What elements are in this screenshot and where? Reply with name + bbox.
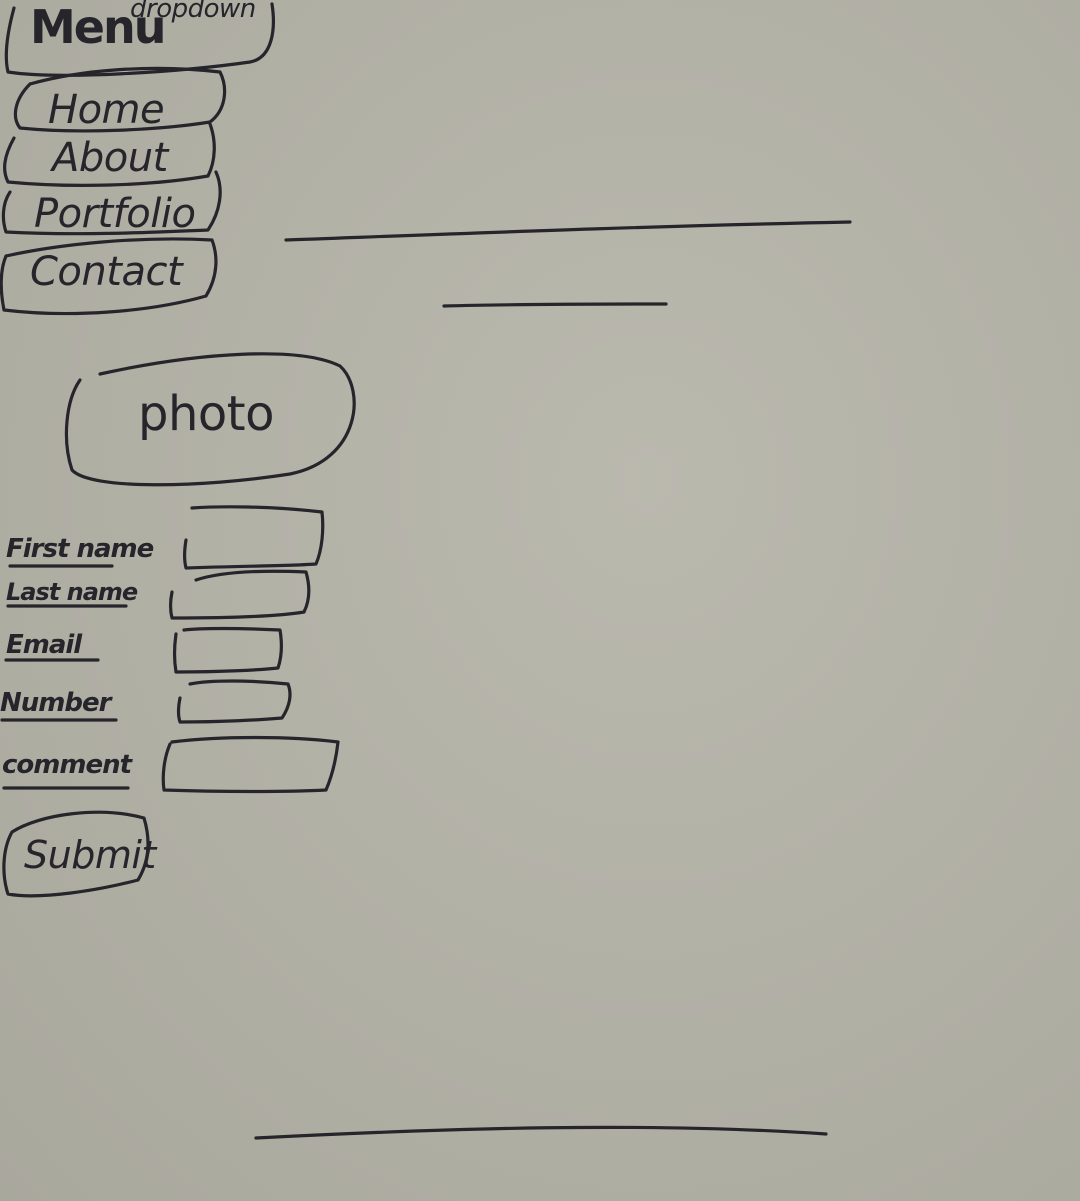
contact-box-outline [0, 237, 218, 316]
menu-box-outline [4, 2, 275, 77]
nav-item-about[interactable]: About [52, 135, 168, 181]
portfolio-box-outline [1, 170, 222, 236]
comment-input-box [161, 735, 340, 794]
menu-title: Menu [30, 0, 166, 54]
number-input[interactable] [180, 682, 292, 722]
last-name-input-box [168, 569, 311, 620]
dropdown-annotation: dropdown [130, 0, 256, 24]
photo-box-outline [64, 352, 356, 487]
nav-item-contact[interactable]: Contact [30, 249, 183, 295]
header-line-long [284, 220, 852, 242]
number-label: Number [0, 688, 111, 718]
email-label: Email [6, 630, 82, 660]
footer-line [254, 1125, 828, 1140]
first-name-label: First name [6, 534, 154, 564]
nav-item-home[interactable]: Home [48, 87, 165, 133]
email-input[interactable] [176, 628, 282, 672]
first-name-input-box [182, 505, 325, 570]
about-box-outline [3, 122, 216, 187]
email-input-box [172, 626, 283, 674]
first-name-input[interactable] [186, 508, 324, 568]
header-line-short [442, 302, 668, 308]
home-box-outline [13, 66, 227, 133]
menu-dropdown-button[interactable] [8, 4, 274, 76]
nav-item-portfolio[interactable]: Portfolio [34, 191, 196, 237]
comment-label: comment [2, 750, 132, 780]
photo-placeholder-label: photo [138, 386, 274, 442]
number-input-box [176, 679, 292, 724]
submit-box-outline [2, 810, 150, 898]
last-name-label: Last name [6, 578, 138, 606]
last-name-input[interactable] [172, 572, 310, 618]
comment-input[interactable] [164, 738, 338, 792]
submit-button[interactable]: Submit [24, 833, 156, 877]
